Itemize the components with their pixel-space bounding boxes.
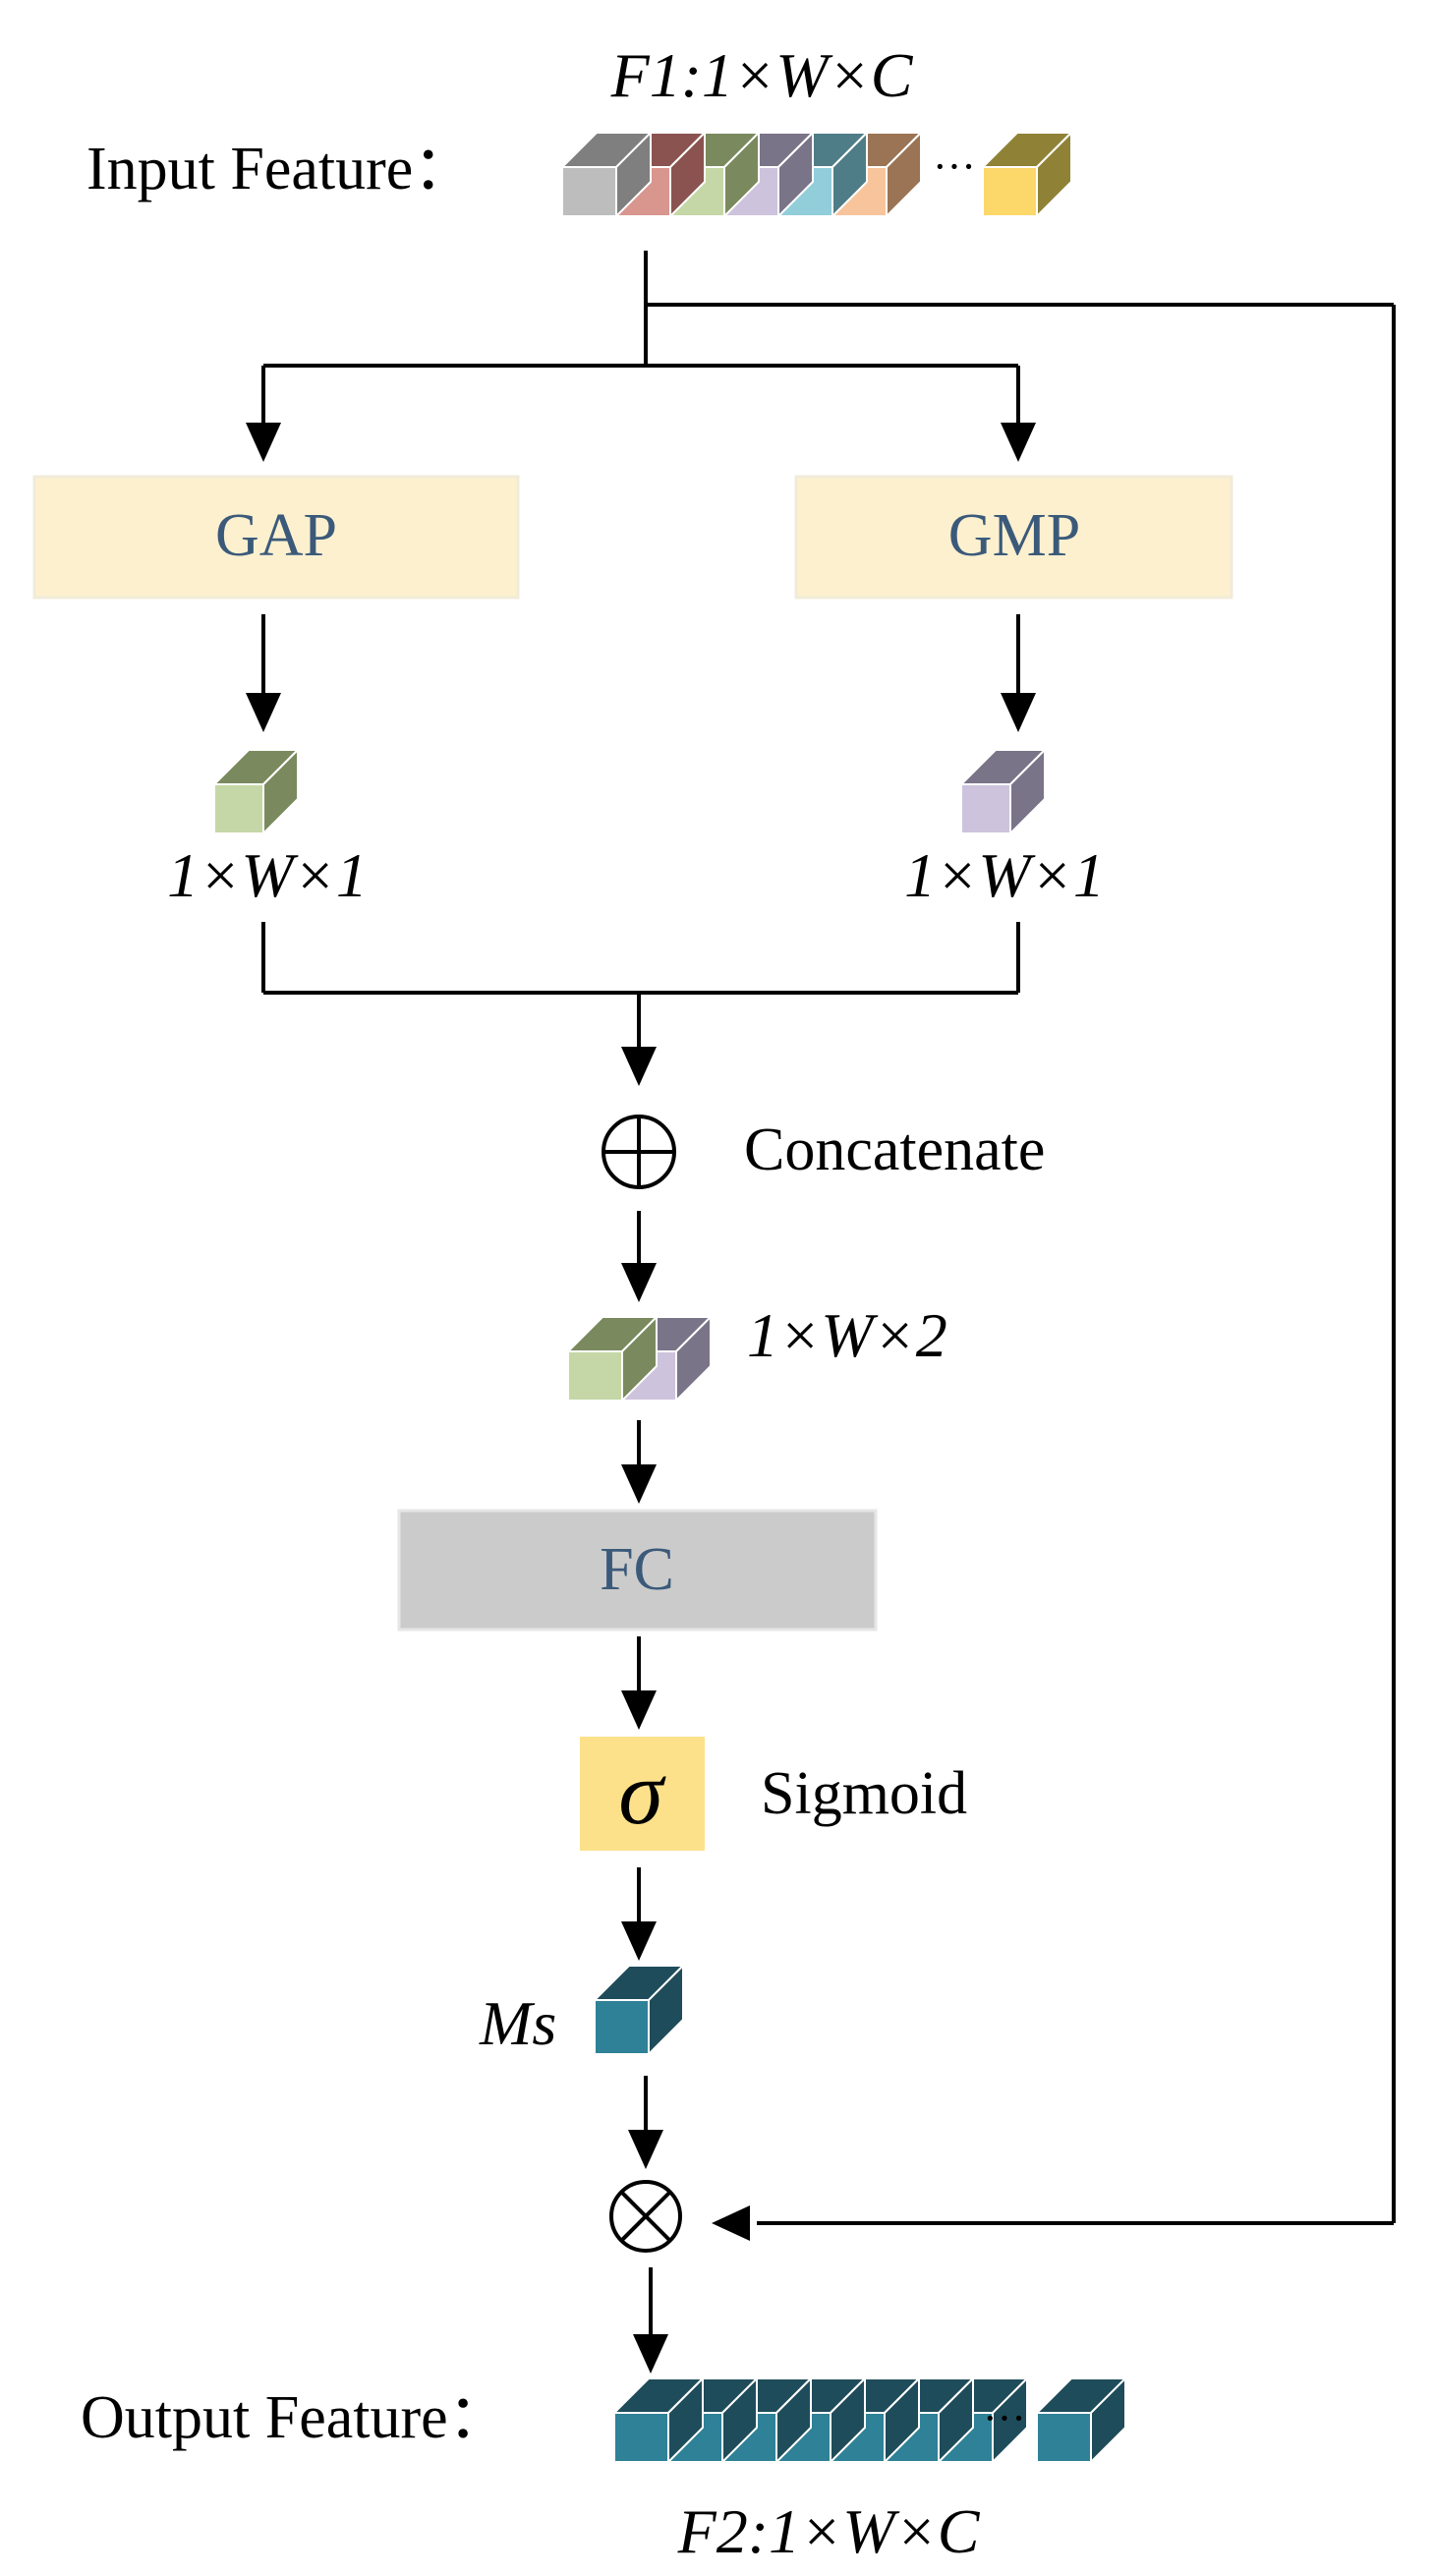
- gmp-box: [794, 475, 1233, 600]
- output-last-cube: [1036, 2377, 1126, 2463]
- gmp-cube-front: [960, 783, 1011, 834]
- output-feature-cubes: [613, 2377, 1028, 2463]
- input-feature-cubes: [561, 132, 922, 217]
- input-ellipsis: ···: [933, 143, 976, 191]
- input-cube-1-front: [561, 166, 617, 217]
- connector-lines: [261, 251, 1396, 2339]
- sigmoid-label: Sigmoid: [761, 1760, 967, 1827]
- concatenate-label: Concatenate: [744, 1116, 1045, 1183]
- gap-output-cube: [213, 749, 299, 834]
- ms-label: Ms: [479, 1988, 556, 2058]
- concatenated-cubes: [567, 1316, 712, 1402]
- gmp-output-cube: [960, 749, 1046, 834]
- concat-dims-label: 1×W×2: [747, 1300, 947, 1370]
- gap-dims-label: 1×W×1: [167, 840, 368, 910]
- fc-label: FC: [600, 1536, 674, 1603]
- output-cube-last-front: [1036, 2412, 1092, 2463]
- input-dims-label: F1:1×W×C: [610, 40, 914, 110]
- gmp-dims-label: 1×W×1: [904, 840, 1105, 910]
- output-cube-1-front: [613, 2412, 669, 2463]
- sigma-symbol: σ: [618, 1743, 666, 1843]
- input-cube-last-front: [982, 166, 1038, 217]
- concatenate-symbol: [602, 1115, 676, 1189]
- gap-label: GAP: [215, 502, 337, 569]
- output-ellipsis: ···: [983, 2394, 1026, 2442]
- multiply-symbol: [609, 2180, 682, 2253]
- gmp-label: GMP: [948, 502, 1080, 569]
- ms-cube-shape-front: [594, 1999, 650, 2055]
- arrowheads: [246, 423, 1036, 2374]
- output-dims-label: F2:1×W×C: [677, 2496, 981, 2566]
- ms-cube: [594, 1965, 684, 2055]
- output-feature-label: Output Feature：: [81, 2384, 509, 2451]
- sigmoid-box: [580, 1737, 705, 1851]
- concat-cube-1-front: [567, 1350, 623, 1402]
- gap-cube-front: [213, 783, 264, 834]
- gap-box: [32, 475, 520, 600]
- input-feature-label: Input Feature：: [86, 136, 474, 202]
- input-last-cube: [982, 132, 1072, 217]
- fc-box: [397, 1509, 878, 1631]
